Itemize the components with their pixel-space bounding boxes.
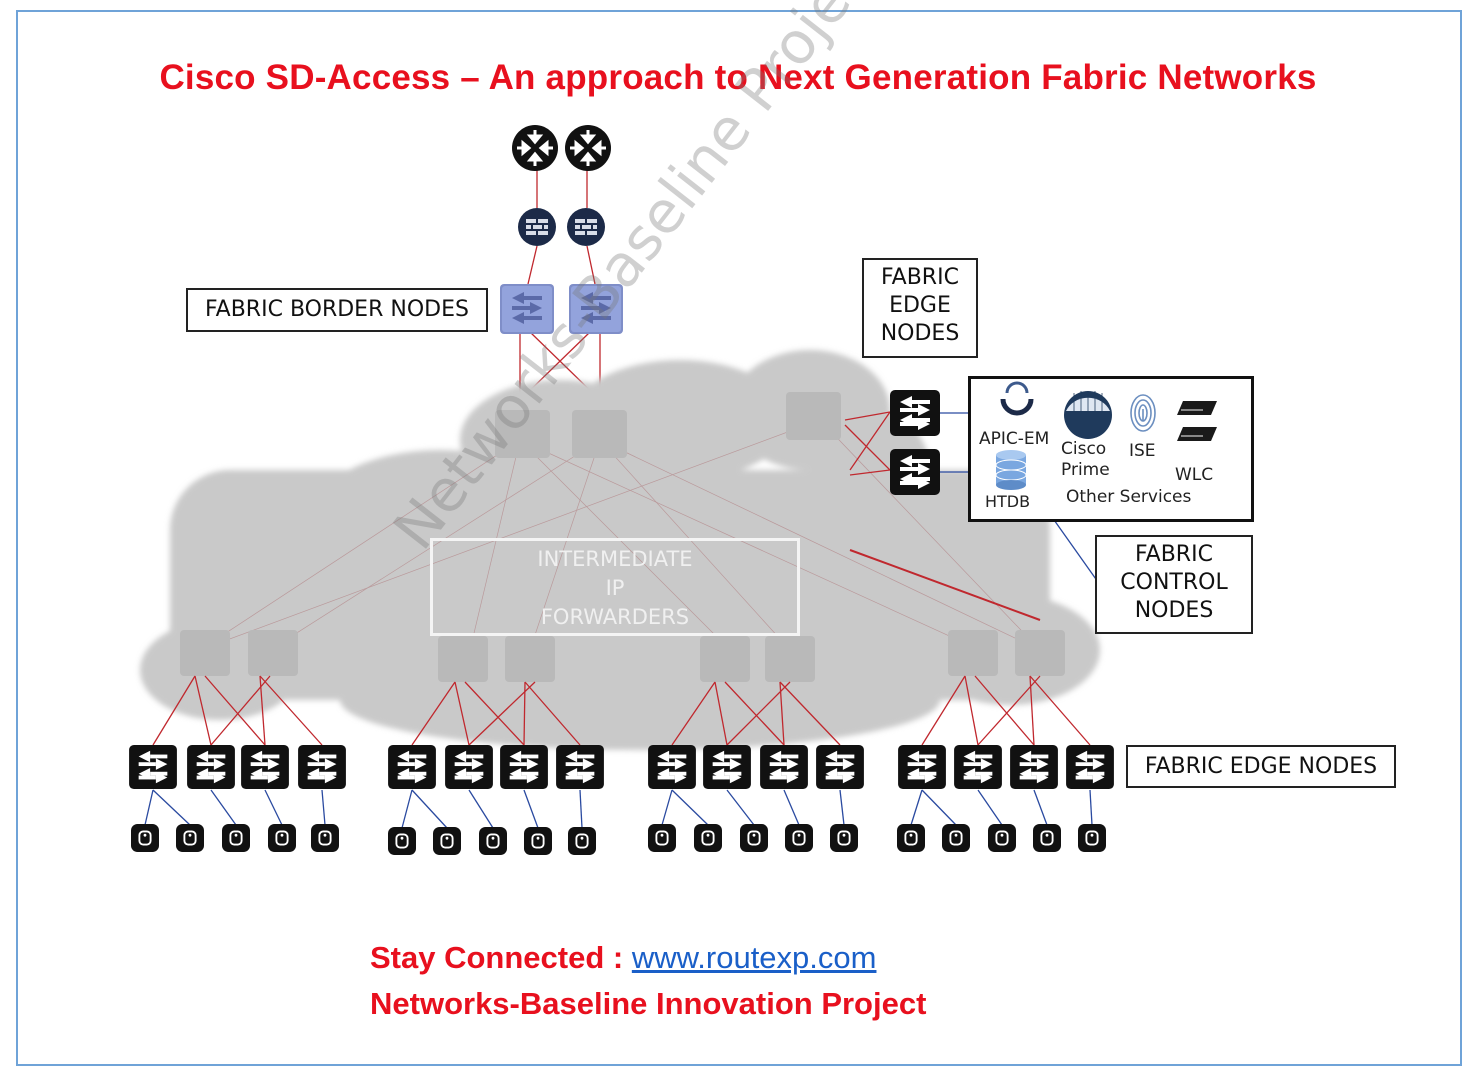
switch-icon — [1010, 745, 1058, 789]
website-link[interactable]: www.routexp.com — [631, 940, 877, 975]
access-point-icon — [942, 824, 970, 852]
switch-icon — [890, 449, 940, 495]
services-panel: APIC-EM HTDB Cisco Prime ISE WLC Other S… — [968, 376, 1254, 522]
apic-em-icon — [1000, 381, 1034, 416]
switch-icon — [648, 745, 696, 789]
switch-icon — [187, 745, 235, 789]
access-point-icon — [694, 824, 722, 852]
access-point-icon — [568, 827, 596, 855]
switch-icon — [241, 745, 289, 789]
footer-stay-connected: Stay Connected : www.routexp.com — [370, 940, 876, 976]
access-point-icon — [524, 827, 552, 855]
router-icon — [511, 124, 559, 172]
control-label-line: NODES — [1134, 598, 1214, 623]
cloud-label-line: INTERMEDIATE — [537, 547, 693, 571]
edge-label-line: NODES — [880, 321, 960, 346]
switch-icon — [298, 745, 346, 789]
edge-label-line: FABRIC — [881, 265, 959, 290]
page-title: Cisco SD-Access – An approach to Next Ge… — [159, 58, 1317, 97]
prime-label-line: Cisco — [1061, 439, 1107, 459]
other-services-label: Other Services — [1066, 487, 1192, 507]
access-point-icon — [648, 824, 676, 852]
switch-icon — [1066, 745, 1114, 789]
router-icon — [564, 124, 612, 172]
access-point-icon — [131, 824, 159, 852]
switch-icon — [890, 390, 940, 436]
access-point-icon — [268, 824, 296, 852]
control-nodes-label: FABRIC CONTROL NODES — [1095, 535, 1253, 634]
access-point-icon — [479, 827, 507, 855]
cisco-prime-label: Cisco Prime — [1061, 439, 1110, 481]
firewall-icon — [518, 208, 556, 246]
access-point-icon — [785, 824, 813, 852]
switch-icon — [129, 745, 177, 789]
cisco-prime-icon — [1064, 391, 1112, 439]
switch-icon — [816, 745, 864, 789]
switch-icon — [703, 745, 751, 789]
access-point-icon — [311, 824, 339, 852]
footer-project: Networks-Baseline Innovation Project — [370, 986, 927, 1021]
prime-label-line: Prime — [1061, 460, 1110, 480]
switch-icon — [556, 745, 604, 789]
wlc-controller-icon — [1177, 401, 1217, 441]
edge-uplinks — [152, 411, 1091, 746]
switch-icon — [954, 745, 1002, 789]
intermediate-forwarders-label: INTERMEDIATE IP FORWARDERS — [430, 538, 800, 636]
wlc-label: WLC — [1175, 465, 1214, 485]
access-point-icon — [433, 827, 461, 855]
access-point-row — [131, 824, 1106, 855]
access-point-icon — [897, 824, 925, 852]
htdb-database-icon — [995, 450, 1027, 490]
switch-icon — [445, 745, 493, 789]
access-point-icon — [388, 827, 416, 855]
switch-icon — [760, 745, 808, 789]
edge-nodes-top-label: FABRIC EDGE NODES — [862, 258, 978, 358]
access-point-icon — [988, 824, 1016, 852]
ise-label: ISE — [1129, 441, 1156, 461]
ise-fingerprint-icon — [1130, 394, 1156, 432]
cloud-label-line: FORWARDERS — [540, 605, 690, 629]
control-label-line: CONTROL — [1120, 570, 1228, 595]
page-frame — [16, 10, 1462, 1066]
access-point-icon — [830, 824, 858, 852]
access-point-icon — [176, 824, 204, 852]
cloud-label-line: IP — [605, 576, 625, 600]
switch-icon — [500, 745, 548, 789]
apic-em-label: APIC-EM — [979, 429, 1050, 449]
access-point-icon — [1033, 824, 1061, 852]
cloud-mesh — [199, 419, 1041, 651]
edge-nodes-bottom-label: FABRIC EDGE NODES — [1126, 745, 1396, 788]
access-point-icon — [1078, 824, 1106, 852]
access-point-icon — [222, 824, 250, 852]
edge-label-line: EDGE — [889, 293, 951, 318]
access-point-icon — [740, 824, 768, 852]
switch-icon — [898, 745, 946, 789]
switch-icon — [388, 745, 436, 789]
cloud-internal-switches — [180, 392, 1065, 682]
control-label-line: FABRIC — [1135, 542, 1213, 567]
services-icons — [995, 381, 1217, 490]
htdb-label: HTDB — [985, 492, 1031, 511]
border-nodes-label: FABRIC BORDER NODES — [186, 288, 488, 332]
footer-prefix: Stay Connected : — [370, 940, 632, 975]
edge-switch-row — [129, 745, 1114, 789]
